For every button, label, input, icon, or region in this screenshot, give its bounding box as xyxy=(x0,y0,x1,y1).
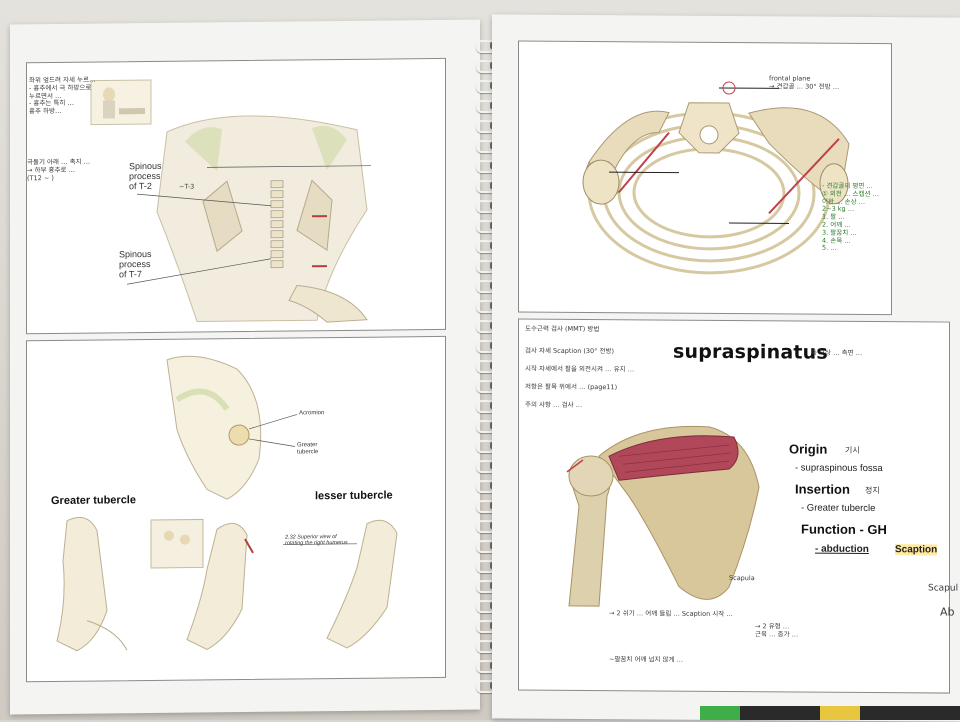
greater-tubercle-heading: Greater tubercle xyxy=(51,494,136,507)
acromion-label: Acromion xyxy=(299,410,324,417)
right-bottom-panel: 도수근력 검사 (MMT) 방법 검사 자세 Scaption (30° 전방)… xyxy=(518,319,950,694)
bottom-handwritten-side-note: → 2 유형 … 근육 … 증가 … xyxy=(755,623,915,640)
scapula-handwritten-label: Scapula xyxy=(729,575,755,583)
edge-handwritten-ab: Ab xyxy=(940,605,955,618)
spinous-process-t7-label: Spinous process of T-7 xyxy=(119,250,179,280)
origin-value: - supraspinous fossa xyxy=(795,463,883,474)
mmt-handwritten-title: 도수근력 검사 (MMT) 방법 xyxy=(525,326,599,334)
origin-handwritten: 기시 xyxy=(845,446,860,456)
insertion-value: - Greater tubercle xyxy=(801,504,875,515)
left-page: Spinous process of T-2 ~T-3 Spinous proc… xyxy=(10,20,480,715)
insertion-label: Insertion xyxy=(795,481,850,496)
edge-handwritten-scapula: Scapul xyxy=(928,583,958,594)
left-margin-handwritten-note-2: 극돌기 아래 … 촉지 … → 하부 흉추로 … (T12 ~ ) xyxy=(27,158,123,182)
desk-object-strip xyxy=(700,706,960,720)
lesser-tubercle-heading: lesser tubercle xyxy=(315,489,393,502)
bottom-handwritten-note-2: ~팔꿈치 어깨 넘지 않게 … xyxy=(609,656,683,664)
right-top-panel: frontal plane → 견갑골 … 30° 전방 … xyxy=(518,41,892,316)
supraspinatus-3d-illustration xyxy=(559,416,769,617)
function-label: Function - GH xyxy=(801,522,887,538)
mmt-handwritten-line-3: 시작 자세에서 팔을 외전시켜 … 유지 … xyxy=(525,366,634,375)
mmt-handwritten-line-5: 주의 사항 … 검사 … xyxy=(525,402,582,410)
greater-tubercle-small-label: Greater tubercle xyxy=(297,442,318,455)
mmt-handwritten-line-4: 저항은 팔목 위에서 … (page11) xyxy=(525,384,617,392)
left-top-panel: Spinous process of T-2 ~T-3 Spinous proc… xyxy=(26,58,446,334)
function-scaption: Scaption xyxy=(895,544,937,555)
frontal-plane-handwritten-note: frontal plane → 견갑골 … 30° 전방 … xyxy=(769,75,889,91)
right-page: frontal plane → 견갑골 … 30° 전방 … - 견갑골의 평면… xyxy=(492,14,960,721)
origin-label: Origin xyxy=(789,441,827,456)
insertion-handwritten: 정지 xyxy=(865,486,880,496)
left-margin-handwritten-note: 좌위 엎드려 자세 누르… - 흉추에서 극 하방으로 누르면서 … - 흉추는… xyxy=(29,76,139,116)
bottom-handwritten-note-1: → 2 쉬기 … 어깨 들림 … Scaption 시작 … xyxy=(609,610,733,619)
muscle-title: supraspinatus xyxy=(673,341,828,364)
spinous-t2-handwritten-note: ~T-3 xyxy=(179,184,194,192)
function-abduction: - abduction xyxy=(815,544,869,555)
right-top-green-notes: - 견갑골의 평면 … ① 외전 … 스캡션 … 이완 … 손상 … 2~3 k… xyxy=(822,183,958,254)
shoulder-palpation-illustration xyxy=(27,337,445,681)
mmt-handwritten-line-2: 검사 자세 Scaption (30° 전방) xyxy=(525,348,614,356)
figure-caption: 2.32 Superior view of rotating the right… xyxy=(285,534,348,547)
left-bottom-panel: Acromion Greater tubercle Greater tuberc… xyxy=(26,336,446,682)
mmt-handwritten-line-2b: 축 보상 … 측면 … xyxy=(811,350,862,358)
